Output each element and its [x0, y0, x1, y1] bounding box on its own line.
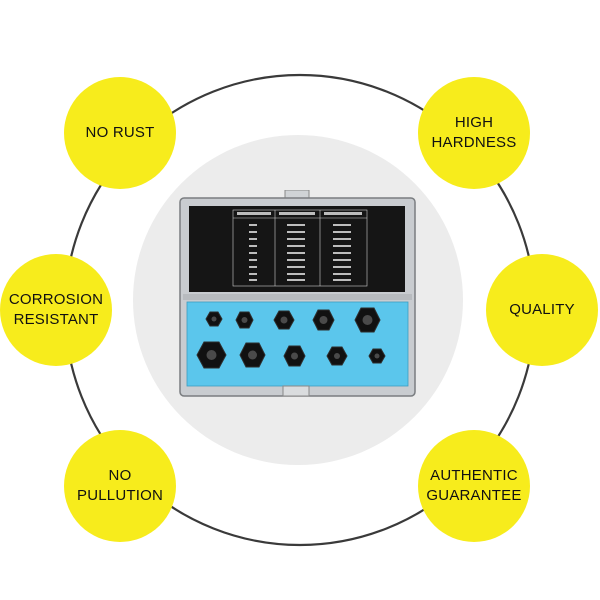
badge-high-hardness: HIGH HARDNESS: [418, 77, 530, 189]
badge-no-pullution: NO PULLUTION: [64, 430, 176, 542]
case-hinge-strip: [183, 294, 412, 300]
badge-no-pullution-text: NO PULLUTION: [77, 466, 163, 506]
badge-quality: QUALITY: [486, 254, 598, 366]
badge-no-pullution-line2: PULLUTION: [77, 487, 163, 504]
badge-corrosion-resistant-line1: CORROSION: [8, 291, 104, 308]
badge-authentic-guarantee: AUTHENTIC GUARANTEE: [418, 430, 530, 542]
badge-no-rust-text: NO RUST: [86, 123, 155, 143]
spec-table-rows: [237, 212, 362, 281]
badge-high-hardness-line1: HIGH: [454, 114, 494, 131]
case-latch: [282, 385, 310, 397]
badge-high-hardness-text: HIGH HARDNESS: [432, 113, 517, 153]
badge-authentic-guarantee-text: AUTHENTIC GUARANTEE: [426, 466, 521, 506]
product-image: [179, 190, 416, 397]
badge-authentic-guarantee-line2: GUARANTEE: [426, 487, 522, 504]
socket-holes: [206, 315, 380, 360]
badge-corrosion-resistant-text: CORROSION RESISTANT: [9, 290, 103, 330]
badge-authentic-guarantee-line1: AUTHENTIC: [430, 467, 518, 484]
badge-high-hardness-line2: HARDNESS: [431, 134, 517, 151]
case-lid-panel: [189, 206, 405, 292]
spec-table: [232, 209, 368, 287]
badge-no-rust-line1: NO RUST: [85, 124, 155, 141]
case-top-hinge: [284, 190, 310, 199]
badge-no-rust: NO RUST: [64, 77, 176, 189]
badge-corrosion-resistant-line2: RESISTANT: [13, 311, 99, 328]
badge-corrosion-resistant: CORROSION RESISTANT: [0, 254, 112, 366]
badge-quality-line1: QUALITY: [509, 301, 575, 318]
badge-no-pullution-line1: NO: [108, 467, 132, 484]
badge-quality-text: QUALITY: [509, 300, 575, 320]
